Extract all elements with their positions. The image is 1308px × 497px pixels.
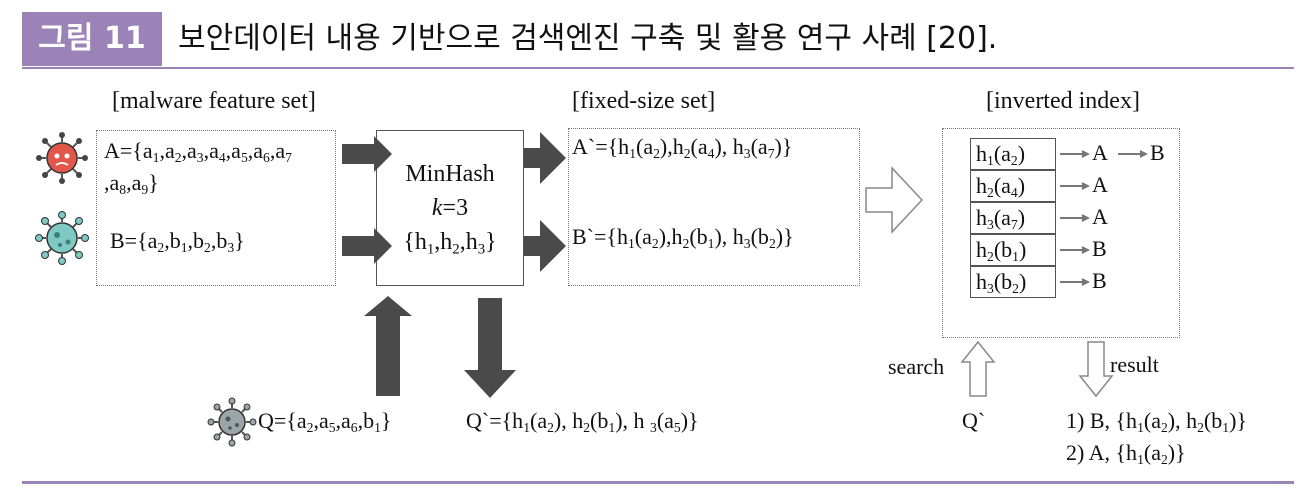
arrow-a-to-minhash — [342, 136, 392, 172]
result-item-1: 1) B, {h1(a2), h2(b1)} — [1066, 408, 1247, 436]
virus-gray-icon — [207, 397, 257, 447]
minhash-box: MinHash k=3 {h1,h2,h3} — [376, 130, 524, 286]
index-target-3-1: A — [1092, 204, 1108, 229]
inverted-index-box — [942, 128, 1180, 338]
index-target-1-1: A — [1092, 140, 1108, 165]
result-arrow — [1078, 341, 1114, 398]
top-rule — [22, 67, 1294, 69]
index-key-4: h2(b1) — [970, 234, 1056, 266]
arrow-minhash-to-q-sig — [464, 298, 516, 398]
index-key-2: h2(a4) — [970, 170, 1056, 202]
set-q: Q={a2,a5,a6,b1} — [258, 408, 392, 436]
index-key-5: h3(b2) — [970, 266, 1056, 298]
query-signature-label: Q` — [962, 408, 986, 433]
index-target-1-2: B — [1150, 140, 1165, 165]
set-a-line-2: ,a8,a9} — [104, 170, 159, 198]
index-target-4-1: B — [1092, 236, 1107, 261]
index-target-5-1: B — [1092, 268, 1107, 293]
fixed-size-set-header: [fixed-size set] — [572, 88, 716, 114]
minhash-title: MinHash — [405, 161, 495, 187]
arrow-b-to-minhash — [342, 228, 392, 264]
index-arrowhead-4-1 — [1082, 246, 1090, 254]
index-arrowhead-1-1 — [1082, 150, 1090, 158]
index-key-1: h1(a2) — [970, 138, 1056, 170]
signature-a: A`={h1(a2),h2(a4), h3(a7)} — [572, 134, 793, 162]
virus-red-icon — [36, 132, 88, 184]
result-item-2: 2) A, {h1(a2)} — [1066, 440, 1186, 468]
index-arrowhead-2-1 — [1082, 182, 1090, 190]
arrow-q-to-minhash — [364, 296, 412, 396]
signature-q: Q`={h1(a2), h2(b1), h 3(a5)} — [466, 408, 699, 436]
index-arrowhead-3-1 — [1082, 214, 1090, 222]
arrow-to-inverted-index — [865, 166, 924, 234]
virus-teal-icon — [35, 211, 89, 265]
set-b: B={a2,b1,b2,b3} — [110, 228, 245, 256]
set-a-line-1: A={a1,a2,a3,a4,a5,a6,a7 — [104, 138, 292, 166]
index-arrowhead-5-1 — [1082, 278, 1090, 286]
figure-caption: 보안데이터 내용 기반으로 검색엔진 구축 및 활용 연구 사례 [20]. — [178, 21, 998, 56]
bottom-rule — [22, 481, 1294, 484]
figure-badge: 그림 11 — [22, 12, 162, 66]
signature-b: B`={h1(a2),h2(b1), h3(b2)} — [572, 224, 794, 252]
index-arrowhead-1-2 — [1140, 150, 1148, 158]
fixed-size-box — [568, 128, 860, 286]
index-arrows — [1060, 150, 1148, 286]
minhash-k: k=3 — [431, 195, 469, 221]
malware-feature-set-header: [malware feature set] — [112, 88, 316, 114]
index-target-2-1: A — [1092, 172, 1108, 197]
index-key-3: h3(a7) — [970, 202, 1056, 234]
minhash-functions: {h1,h2,h3} — [403, 229, 497, 258]
arrow-minhash-to-a-sig — [524, 132, 566, 184]
search-arrow — [960, 340, 996, 397]
arrow-minhash-to-b-sig — [524, 220, 566, 272]
malware-feature-box — [96, 130, 336, 286]
result-label: result — [1110, 352, 1159, 377]
inverted-index-header: [inverted index] — [986, 88, 1140, 114]
search-label: search — [888, 354, 945, 379]
